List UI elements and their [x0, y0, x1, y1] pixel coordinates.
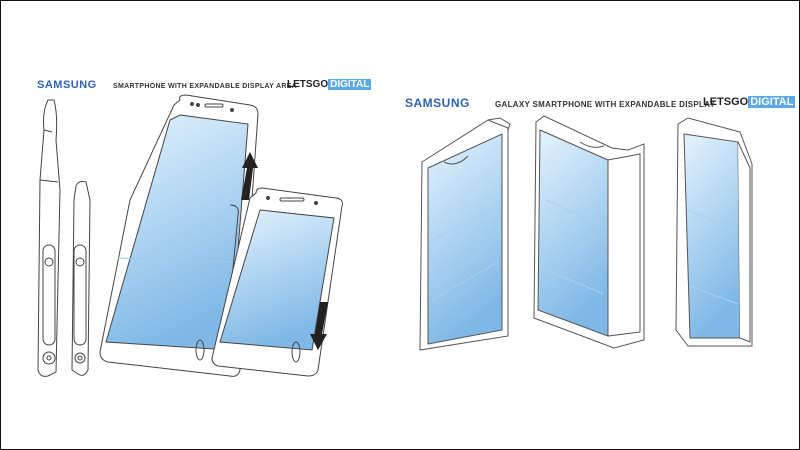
fold-phone-front — [419, 117, 511, 351]
right-samsung-logo: SAMSUNG — [405, 96, 470, 110]
left-caption: SMARTPHONE WITH EXPANDABLE DISPLAY AREA — [113, 83, 297, 90]
left-samsung-logo: SAMSUNG — [37, 79, 97, 91]
right-caption: GALAXY SMARTPHONE WITH EXPANDABLE DISPLA… — [495, 100, 716, 109]
left-digital-text: DIGITAL — [328, 79, 372, 90]
fold-phone-unfolded — [533, 115, 645, 349]
right-letsgo-text: LETSGO — [703, 96, 749, 108]
arrow-up-icon — [241, 152, 258, 200]
side-view-collapsed-phone — [71, 181, 91, 376]
expanded-phone-front — [99, 94, 259, 377]
arrow-down-icon — [310, 302, 328, 350]
left-letsgo-text: LETSGO — [287, 79, 329, 90]
side-view-extended-phone — [37, 99, 61, 377]
compact-phone-front — [211, 187, 343, 377]
right-digital-text: DIGITAL — [748, 96, 796, 108]
fold-phone-back — [675, 117, 753, 347]
